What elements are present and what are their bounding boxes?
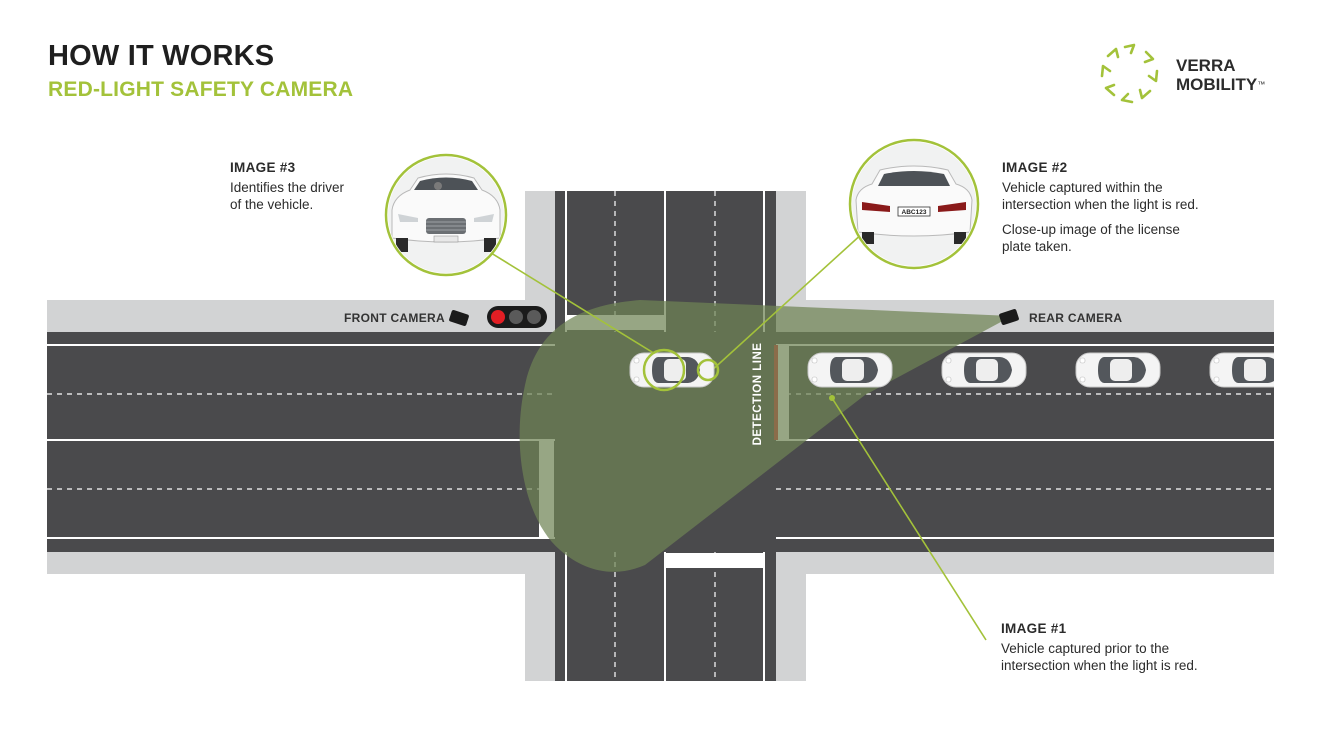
verra-mobility-logo-icon <box>1100 43 1159 104</box>
callout-image2: IMAGE #2 Vehicle captured within the int… <box>1002 159 1272 255</box>
queued-car-highlight-dot <box>829 395 835 401</box>
violating-car <box>629 352 715 388</box>
image2-license-plate-photo: ABC123 <box>848 138 980 270</box>
queued-car-1 <box>807 352 893 388</box>
rear-camera-label: REAR CAMERA <box>1029 311 1123 325</box>
callout-image3-line-2: of the vehicle. <box>230 197 314 212</box>
callout-image1-heading: IMAGE #1 <box>1001 621 1067 636</box>
front-camera-icon <box>449 310 469 326</box>
callout-image2-line-3: Close-up image of the license <box>1002 222 1180 237</box>
front-camera-label: FRONT CAMERA <box>344 311 445 325</box>
stop-bar-south <box>665 553 764 568</box>
callout-image1-line-2: intersection when the light is red. <box>1001 658 1198 673</box>
callout-image2-line-4: plate taken. <box>1002 239 1072 254</box>
queued-car-3 <box>1075 352 1161 388</box>
page-title: HOW IT WORKS <box>48 40 275 72</box>
queued-car-2 <box>941 352 1027 388</box>
callout-image2-line-1: Vehicle captured within the <box>1002 180 1163 195</box>
callout-image2-line-2: intersection when the light is red. <box>1002 197 1199 212</box>
brand-line-2: MOBILITY™ <box>1176 75 1265 94</box>
traffic-light-icon <box>487 306 547 328</box>
brand-line-1: VERRA <box>1176 56 1236 75</box>
page-subtitle: RED-LIGHT SAFETY CAMERA <box>48 78 354 101</box>
brand-line-2-text: MOBILITY <box>1176 75 1258 94</box>
image3-driver-photo <box>384 153 508 277</box>
driver-highlight-circle <box>642 348 686 392</box>
brand-wordmark: VERRA MOBILITY™ <box>1176 56 1265 94</box>
callout-image1-line-1: Vehicle captured prior to the <box>1001 641 1170 656</box>
detection-line-label: DETECTION LINE <box>752 342 764 446</box>
plate-highlight-circle <box>696 358 720 382</box>
callout-image3-heading: IMAGE #3 <box>230 160 296 175</box>
callout-connectors <box>469 221 987 641</box>
callout-image3: IMAGE #3 Identifies the driver of the ve… <box>230 159 420 213</box>
rear-camera-icon <box>999 309 1019 325</box>
callout-image3-line-1: Identifies the driver <box>230 180 345 195</box>
callout-image1: IMAGE #1 Vehicle captured prior to the i… <box>1001 620 1291 674</box>
callout-image2-heading: IMAGE #2 <box>1002 160 1068 175</box>
license-plate-text: ABC123 <box>902 209 927 216</box>
trademark-symbol: ™ <box>1257 80 1266 89</box>
